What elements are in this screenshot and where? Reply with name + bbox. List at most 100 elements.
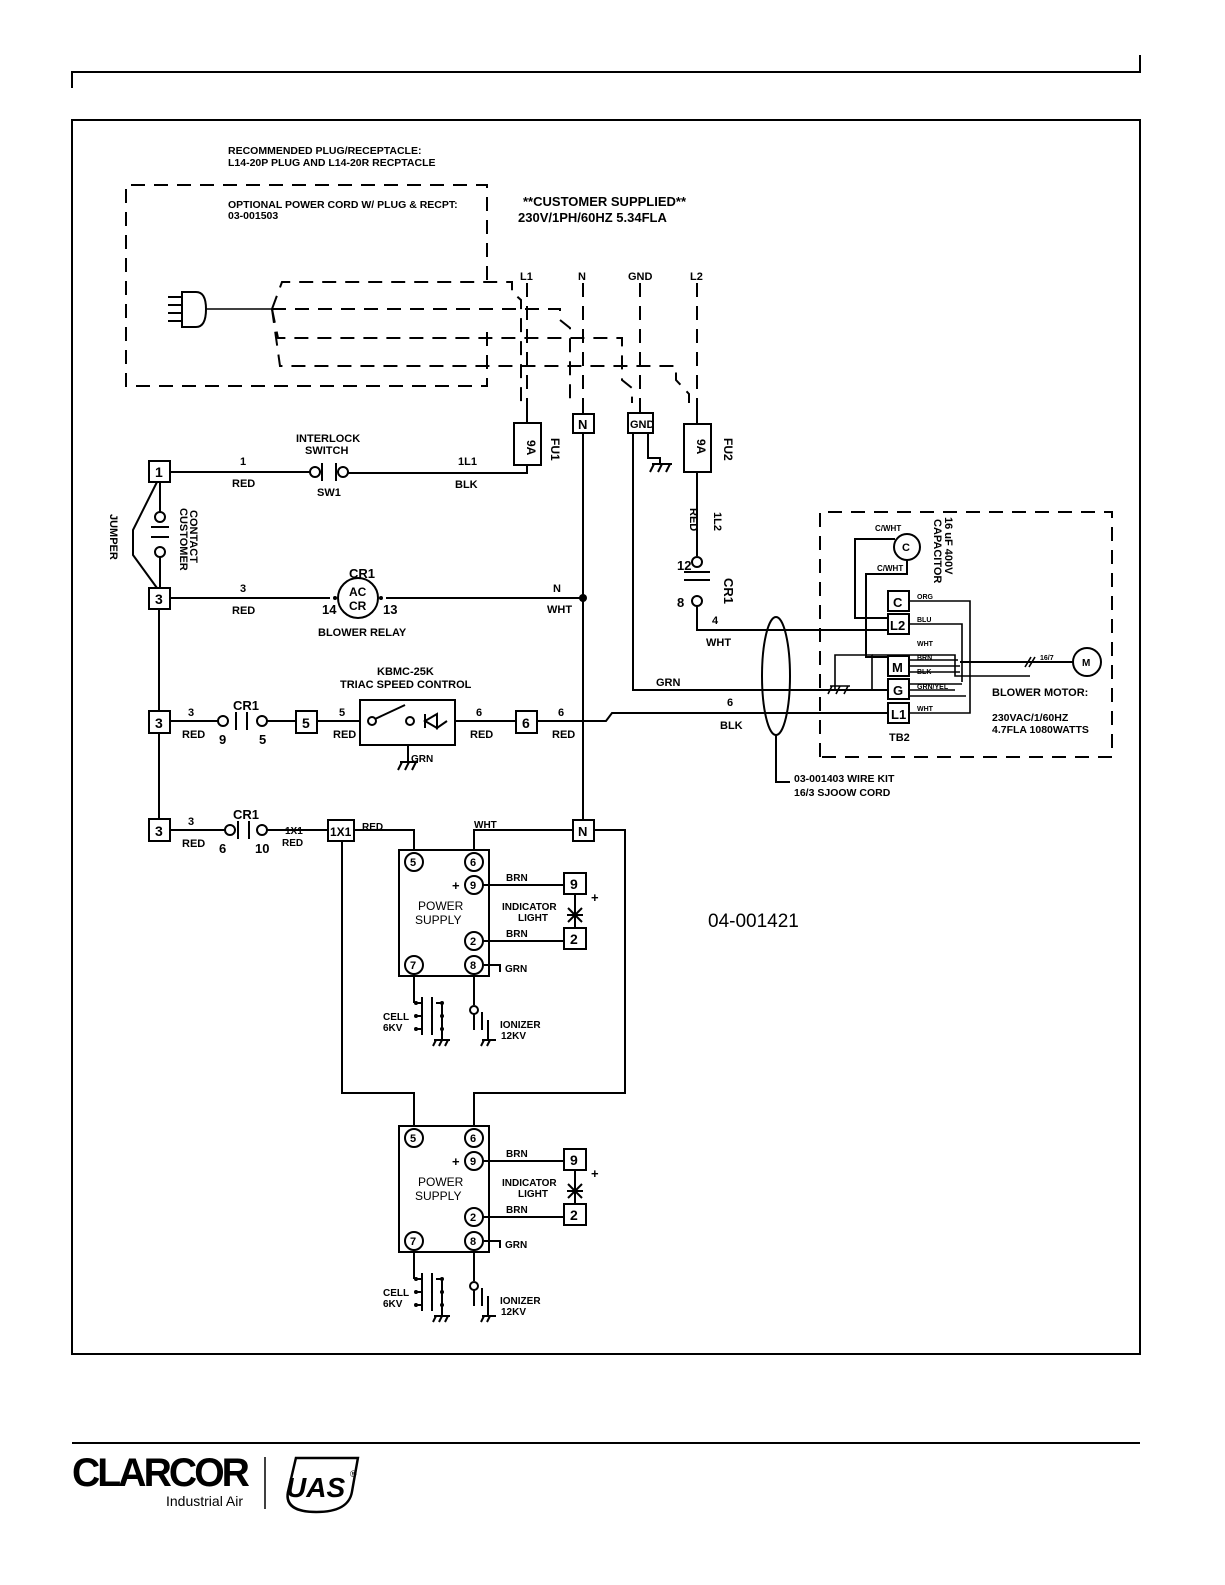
cr1-label-triac: CR1 [233,698,259,713]
uas-logo: UAS ® [286,1456,360,1514]
ps1-pin2: 2 [470,936,476,948]
cr1-pin9: 9 [219,732,226,747]
wire-red-ps1 [354,829,415,850]
cr1-pin8: 8 [677,595,684,610]
ps1-cell-2: 6KV [383,1023,403,1034]
wire-wht-label-4: WHT [706,637,731,649]
wire-1l1-label: 1L1 [458,456,477,468]
ps1-pin6: 6 [470,857,476,869]
ps2-cell-1: CELL [383,1288,409,1299]
customer-contact [151,482,169,588]
capacitor-label-1: 16 uF 400V [942,517,954,575]
cr1-contact-triac [217,712,296,730]
ps1-terminal-9-label: 9 [570,876,578,892]
ps1-pin9: 9 [470,880,476,892]
jumper-wire [132,481,158,589]
ps2-brn-2: BRN [506,1205,528,1216]
tb2-c: C [893,595,903,610]
wire-4-label: 4 [712,615,719,627]
plug-note-2: L14-20P PLUG AND L14-20R RECPTACLE [228,157,436,169]
supply-note-2: 230V/1PH/60HZ 5.34FLA [518,210,667,225]
ps2-terminal-9-label: 9 [570,1152,578,1168]
tb2-color-wht-a: WHT [917,641,934,648]
ps1-brn-2: BRN [506,929,528,940]
terminal-5-label: 5 [302,715,310,731]
tb2-color-blu: BLU [917,617,931,624]
wire-red-label-6a: RED [470,729,493,741]
ps2-pin9: 9 [470,1156,476,1168]
cr1-contact-motor [684,556,888,631]
cord-note-1: OPTIONAL POWER CORD W/ PLUG & RECPT: [228,199,458,211]
wire-1l1 [348,403,528,474]
wire-wht-label-n: WHT [547,604,572,616]
ps1-ionizer-1: IONIZER [500,1020,541,1031]
ps1-grn: GRN [505,964,527,975]
wire-blk-label: BLK [455,479,478,491]
wire-kit-bundle [761,616,791,736]
wire-red-label-3c: RED [182,838,205,850]
wire-5-label: 5 [339,707,345,719]
wire-kit-leader [775,735,790,783]
ps2-pin2: 2 [470,1212,476,1224]
cr1-pin6: 6 [219,841,226,856]
coil-pin14: 14 [322,602,337,617]
blower-motor-symbol [1072,647,1102,677]
wire-6-label-a: 6 [476,707,482,719]
cord-wire-l2 [271,308,690,403]
power-supply-2 [398,1125,583,1323]
label-l1: L1 [520,271,533,283]
fu1-rating: 9A [524,440,538,456]
fu2-label: FU2 [721,438,735,461]
ps1-brn-1: BRN [506,873,528,884]
ps1-pin7: 7 [410,960,416,972]
customer-label-1: CUSTOMER [177,508,189,571]
ps2-label-2: SUPPLY [415,1189,461,1203]
ps1-light-plus: + [591,890,599,905]
ps2-ionizer-1: IONIZER [500,1296,541,1307]
cap-wire-label-2: C/WHT [877,564,903,573]
cr1-pin12: 12 [677,558,691,573]
label-gnd: GND [628,271,653,283]
motor-gauge: 16/7 [1040,655,1054,662]
wire-wht-ps1 [473,829,573,850]
cr1-pin5: 5 [259,732,266,747]
ps2-pin5: 5 [410,1133,416,1145]
cap-wire-label-1: C/WHT [875,524,901,533]
tb2-color-org: ORG [917,594,934,601]
brand2-reg: ® [350,1469,357,1479]
wire-red-label-3a: RED [232,605,255,617]
cord-wire-gnd [271,308,633,403]
ps1-label-2: SUPPLY [415,913,461,927]
wire-n-ps2 [473,829,626,1126]
cord-wire-l1 [271,281,522,403]
coil-cr: CR [349,599,367,613]
wire-blk-label-6: BLK [720,720,743,732]
fu1-label: FU1 [548,438,562,461]
capacitor-label-2: CAPACITOR [931,519,943,583]
tb2-color-wht-b: WHT [917,706,934,713]
motor-enclosure [819,511,1113,758]
tb2-l1: L1 [891,707,906,722]
ps1-terminal-9 [563,872,587,895]
triac-speed-control [359,699,516,771]
wire-red-label-5: RED [333,729,356,741]
ps2-cell-2: 6KV [383,1299,403,1310]
ps2-indicator-1: INDICATOR [502,1178,557,1189]
ps1-plus: + [452,878,460,893]
ps2-brn-1: BRN [506,1149,528,1160]
capacitor-c: C [902,542,910,554]
motor-m: M [1082,658,1090,669]
coil-pin13: 13 [383,602,397,617]
ps2-pin7: 7 [410,1236,416,1248]
terminal-n-bottom-label: N [578,824,587,839]
blower-relay-coil [333,577,383,619]
tb2-l2: L2 [890,618,905,633]
coil-ac: AC [349,585,367,599]
terminal-6-label: 6 [522,715,530,731]
wire-3-label-b: 3 [188,707,194,719]
power-supply-1 [398,849,583,1047]
wire-kit-label-1: 03-001403 WIRE KIT [794,773,895,785]
terminal-block-tb2 [827,590,1030,724]
terminal-n-top-label: N [578,417,587,432]
